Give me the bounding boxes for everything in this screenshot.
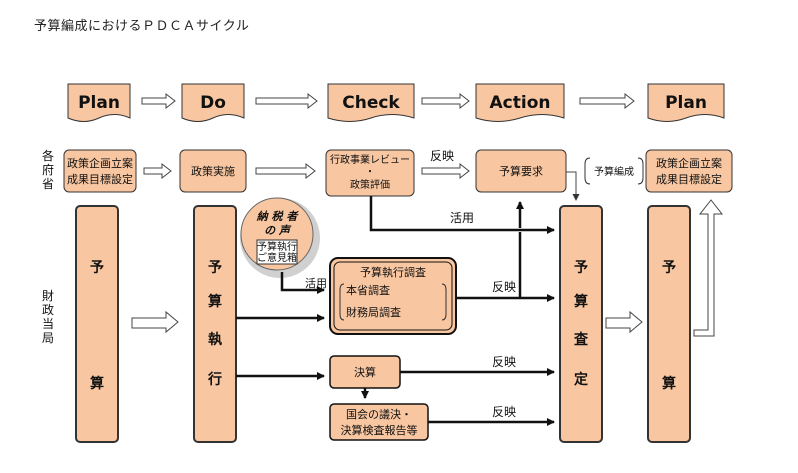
label-reflect: 反映	[492, 405, 516, 419]
taxpayer-voice: 納 税 者 の 声 予算執行 ご意見箱	[240, 197, 320, 278]
svg-text:本省調査: 本省調査	[346, 283, 390, 297]
box-budget-request: 予算要求	[475, 149, 567, 193]
row-label-ministries: 各 府 省	[42, 148, 54, 191]
phase-label: Check	[342, 93, 400, 113]
svg-text:査: 査	[574, 331, 589, 348]
phase-label: Plan	[78, 93, 120, 113]
column-budget-execution: 予 算 執 行	[193, 205, 237, 443]
phase-action: Action	[475, 83, 565, 122]
box-diet-resolution: 国会の議決・ 決算検査報告等	[329, 403, 429, 441]
box-settlement: 決算	[329, 355, 401, 389]
svg-text:予算執行調査: 予算執行調査	[360, 265, 426, 279]
label-utilize: 活用	[305, 277, 327, 290]
svg-text:納 税 者: 納 税 者	[256, 210, 300, 223]
svg-text:の 声: の 声	[264, 224, 292, 237]
svg-text:政策評価: 政策評価	[350, 178, 390, 191]
svg-text:執: 執	[208, 331, 222, 348]
svg-text:予: 予	[574, 260, 588, 276]
label-reflect: 反映	[492, 280, 516, 294]
arrow-up-to-plan	[693, 199, 724, 337]
svg-text:決算: 決算	[354, 365, 376, 379]
row-label-char: 財	[42, 288, 54, 303]
svg-text:財務局調査: 財務局調査	[346, 305, 401, 319]
phase-plan-1: Plan	[67, 83, 131, 122]
row-label-char: 各	[42, 148, 54, 163]
phase-arrows	[141, 92, 635, 110]
svg-text:算: 算	[90, 375, 104, 392]
page-title: 予算編成におけるＰＤＣＡサイクル	[34, 19, 250, 34]
box-policy-planning-1: 政策企画立案 成果目標設定	[63, 149, 137, 193]
row-label-char: 局	[42, 331, 54, 345]
svg-text:政策実施: 政策実施	[191, 164, 235, 178]
phase-do: Do	[181, 83, 245, 122]
label-reflect: 反映	[492, 355, 516, 369]
svg-text:定: 定	[574, 371, 588, 388]
svg-text:予: 予	[662, 260, 676, 276]
phase-label: Plan	[665, 93, 707, 113]
row-label-finance: 財 政 当 局	[42, 288, 54, 345]
phase-label: Action	[490, 93, 551, 113]
svg-text:算: 算	[574, 293, 588, 310]
svg-text:予算執行: 予算執行	[257, 240, 297, 253]
row-label-char: 府	[42, 162, 54, 177]
box-policy-implementation: 政策実施	[179, 149, 247, 193]
label-reflect: 反映	[430, 149, 454, 163]
svg-text:予算編成: 予算編成	[594, 165, 634, 178]
column-budget-review: 予 算 査 定	[559, 205, 603, 443]
phase-plan-2: Plan	[647, 83, 725, 122]
arrow-request-to-review	[566, 171, 580, 201]
row-label-char: 政	[42, 303, 54, 317]
svg-text:予算要求: 予算要求	[499, 164, 543, 178]
svg-text:決算検査報告等: 決算検査報告等	[341, 423, 418, 437]
row-label-char: 当	[42, 317, 54, 331]
svg-text:政策企画立案: 政策企画立案	[67, 156, 133, 170]
svg-text:・: ・	[365, 167, 375, 178]
svg-text:予: 予	[90, 260, 104, 276]
label-utilize: 活用	[450, 211, 474, 225]
row-label-char: 省	[42, 177, 54, 191]
connector-arrows	[236, 196, 555, 426]
box-administrative-review: 行政事業レビュー ・ 政策評価	[325, 149, 415, 197]
svg-text:算: 算	[662, 375, 676, 392]
svg-text:予: 予	[208, 260, 222, 276]
phase-label: Do	[200, 93, 226, 113]
phase-check: Check	[327, 83, 415, 122]
svg-text:国会の議決・: 国会の議決・	[346, 407, 412, 421]
svg-text:成果目標設定: 成果目標設定	[67, 172, 133, 186]
ministry-row-arrows	[143, 162, 470, 180]
svg-text:行政事業レビュー: 行政事業レビュー	[330, 153, 410, 166]
svg-text:算: 算	[208, 293, 222, 310]
svg-text:政策企画立案: 政策企画立案	[656, 156, 722, 170]
svg-text:ご意見箱: ご意見箱	[257, 251, 297, 264]
column-arrows	[131, 310, 643, 334]
column-budget: 予 算	[75, 205, 119, 443]
svg-text:成果目標設定: 成果目標設定	[656, 172, 722, 186]
box-policy-planning-2: 政策企画立案 成果目標設定	[645, 149, 733, 193]
box-execution-survey: 予算執行調査 本省調査 財務局調査	[329, 257, 457, 335]
column-budget-2: 予 算	[647, 205, 691, 443]
budget-compilation-label: 予算編成	[584, 157, 644, 185]
svg-text:行: 行	[207, 371, 222, 388]
